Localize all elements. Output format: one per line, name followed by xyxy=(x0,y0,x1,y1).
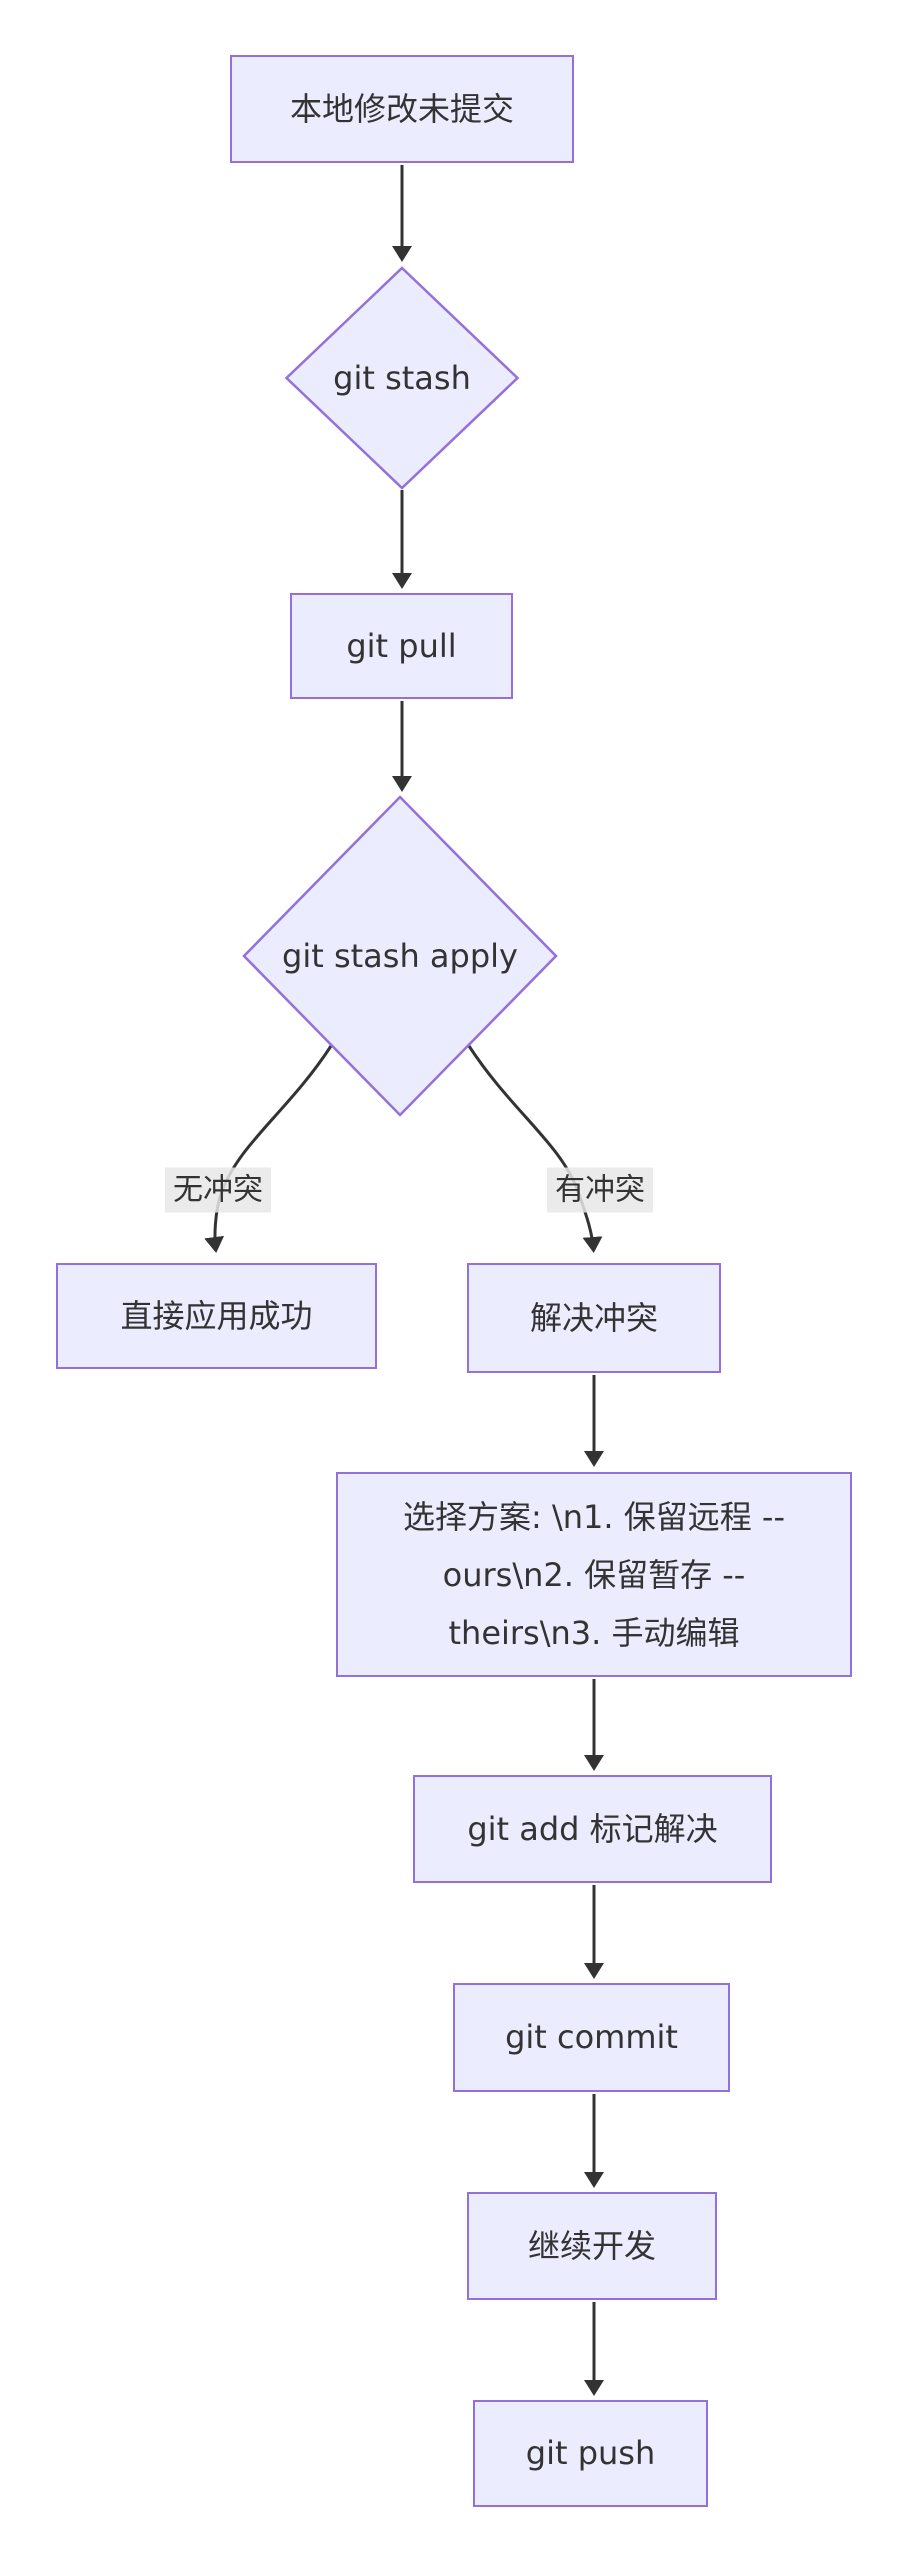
node-success-label: 直接应用成功 xyxy=(120,1296,313,1335)
node-choose: 选择方案: \n1. 保留远程 -- ours\n2. 保留暂存 -- thei… xyxy=(336,1472,852,1677)
node-git-commit-label: git commit xyxy=(505,2018,678,2057)
node-resolve: 解决冲突 xyxy=(467,1263,721,1373)
node-choose-label: 选择方案: \n1. 保留远程 -- ours\n2. 保留暂存 -- thei… xyxy=(403,1497,785,1652)
decision-git-stash-apply-shape xyxy=(242,795,558,1117)
node-success: 直接应用成功 xyxy=(56,1263,377,1369)
node-start-label: 本地修改未提交 xyxy=(289,89,514,128)
edge-label-no-conflict: 无冲突 xyxy=(165,1167,271,1213)
decision-git-stash-shape xyxy=(284,266,520,490)
node-git-pull-label: git pull xyxy=(346,626,457,665)
node-continue: 继续开发 xyxy=(467,2192,717,2300)
edge-apply-success xyxy=(204,1045,333,1253)
edge-apply-resolve xyxy=(467,1045,603,1253)
node-git-push: git push xyxy=(473,2400,708,2507)
node-continue-label: 继续开发 xyxy=(527,2226,656,2265)
edge-label-has-conflict: 有冲突 xyxy=(547,1167,653,1213)
node-git-pull: git pull xyxy=(290,593,513,699)
node-git-push-label: git push xyxy=(525,2434,656,2473)
node-git-add: git add 标记解决 xyxy=(413,1775,772,1883)
node-git-add-label: git add 标记解决 xyxy=(467,1809,718,1848)
node-git-commit: git commit xyxy=(453,1983,730,2092)
node-start: 本地修改未提交 xyxy=(230,55,574,163)
node-resolve-label: 解决冲突 xyxy=(529,1298,658,1337)
